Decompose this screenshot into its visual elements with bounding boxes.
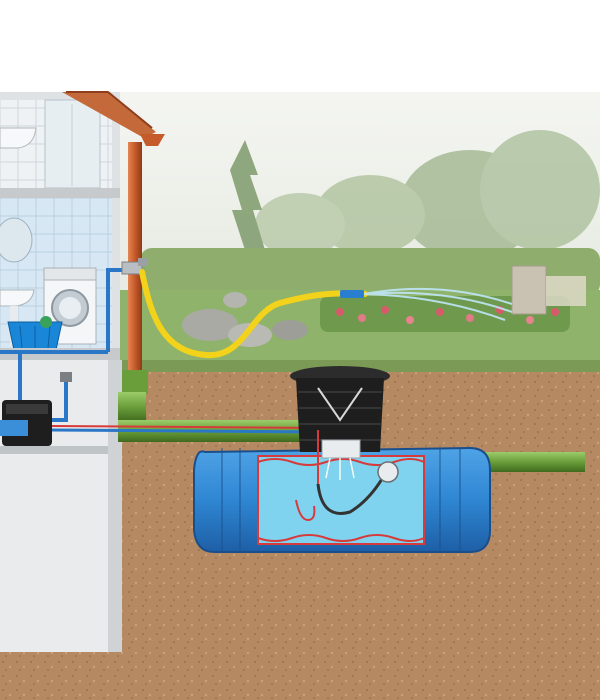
flower-bed	[320, 265, 586, 332]
hose-icon	[139, 269, 368, 359]
sink-icon	[0, 289, 35, 307]
garden-rocks	[182, 292, 308, 347]
downpipe-icon	[122, 134, 165, 394]
house-water-lines	[0, 268, 128, 422]
pump-icon	[0, 400, 52, 446]
tank-interior	[257, 455, 425, 545]
underground-tank-icon	[193, 446, 491, 553]
upper-sink	[0, 127, 37, 149]
float-icon	[295, 430, 399, 522]
roof-tiles	[62, 91, 156, 138]
basket-icon	[7, 316, 63, 351]
pressure-valve	[60, 372, 72, 382]
filter-basket	[321, 439, 361, 459]
control-cable	[51, 425, 327, 429]
water-spray	[363, 287, 513, 321]
suction-line	[51, 428, 327, 434]
hose-nozzle	[340, 290, 364, 298]
mirror-icon	[0, 217, 33, 263]
hedge	[140, 248, 600, 296]
background-trees	[230, 130, 600, 300]
tap-icon	[121, 258, 148, 275]
